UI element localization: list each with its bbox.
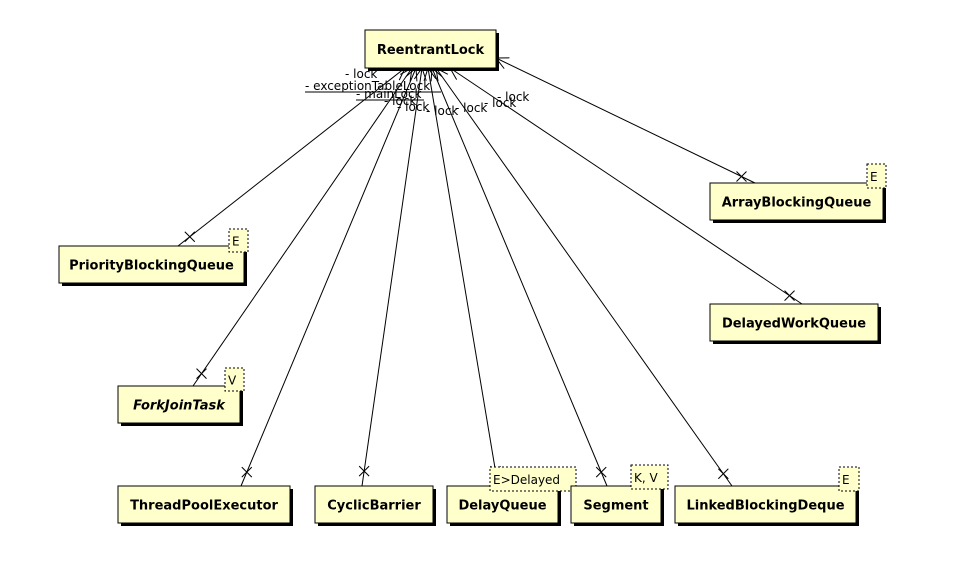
associations [177,57,803,487]
association-segment[interactable] [430,66,608,487]
type-parameter-box [630,464,669,490]
type-parameter-box [838,466,860,492]
association-tpe[interactable] [240,66,418,487]
class-rect [674,485,857,524]
type-parameter-box [866,163,887,189]
role-label: - lock [345,67,377,81]
role-label: - lock [497,90,529,104]
class-box-delayq[interactable]: DelayQueue E>Delayed [446,466,577,526]
class-rect [314,485,434,524]
class-name: Segment [583,499,648,514]
role-labels: - lock- exceptionTableLock- mainLock- lo… [305,67,529,118]
type-parameter: E [870,170,878,184]
role-label: - lock [455,101,487,115]
type-parameter-box [228,228,249,253]
association-line [431,67,608,487]
association-cyclic[interactable] [358,66,427,487]
role-label: - mainLock [356,87,422,101]
cross-marker [736,171,747,182]
class-box-reentrant[interactable]: ReentrantLock [364,29,499,71]
class-name: ReentrantLock [377,43,485,58]
class-box-delayed_wq[interactable]: DelayedWorkQueue [709,303,881,344]
type-parameter: E>Delayed [493,473,560,487]
class-rect [364,29,497,69]
class-box-segment[interactable]: Segment K, V [570,464,669,526]
class-box-cyclic[interactable]: CyclicBarrier [314,485,436,526]
class-name: CyclicBarrier [327,499,421,514]
type-parameter: E [232,235,240,249]
class-rect [117,485,291,524]
association-line [495,57,756,184]
cross-marker [196,368,207,379]
role-label: - lock [397,100,429,114]
class-rect [117,385,241,424]
class-box-lbd[interactable]: LinkedBlockingDeque E [674,466,860,526]
role-label: - lock [384,94,416,108]
class-name: DelayedWorkQueue [722,317,866,332]
role-label: - lock [426,104,458,118]
cross-marker [784,290,795,302]
association-line [449,67,803,305]
type-parameter: E [842,473,850,487]
class-rect [570,485,662,524]
class-rect [58,245,245,284]
type-parameter-box [489,466,577,492]
association-array_bq[interactable] [494,57,756,184]
cross-marker [184,231,196,243]
type-parameter-box [224,367,245,392]
class-box-priority_bq[interactable]: PriorityBlockingQueue E [58,228,249,286]
association-line [427,67,499,487]
association-lbd[interactable] [435,67,733,487]
role-label: - exceptionTableLock [305,79,430,93]
class-name: ThreadPoolExecutor [130,499,278,514]
role-label: - lock [484,96,516,110]
association-forkjoin[interactable] [192,67,413,387]
association-line [192,67,413,387]
association-line [240,67,417,487]
cross-marker [717,468,729,480]
classes: ReentrantLockArrayBlockingQueueEPriority… [58,29,887,526]
class-name: LinkedBlockingDeque [686,499,844,514]
class-rect [709,182,884,221]
class-name: ForkJoinTask [133,399,226,414]
association-line [361,67,423,487]
class-name: PriorityBlockingQueue [69,259,234,274]
type-parameter: V [228,374,237,388]
cross-marker [241,466,253,478]
class-name: DelayQueue [458,499,546,514]
cross-marker [595,466,607,478]
association-line [177,67,406,247]
class-box-array_bq[interactable]: ArrayBlockingQueue E [709,163,887,223]
class-rect [709,303,879,342]
association-delayq[interactable] [423,66,501,487]
type-parameter: K, V [634,471,658,485]
cross-marker [358,465,370,477]
class-box-tpe[interactable]: ThreadPoolExecutor [117,485,293,526]
association-line [435,67,733,487]
class-name: ArrayBlockingQueue [722,196,872,211]
class-rect [446,485,559,524]
